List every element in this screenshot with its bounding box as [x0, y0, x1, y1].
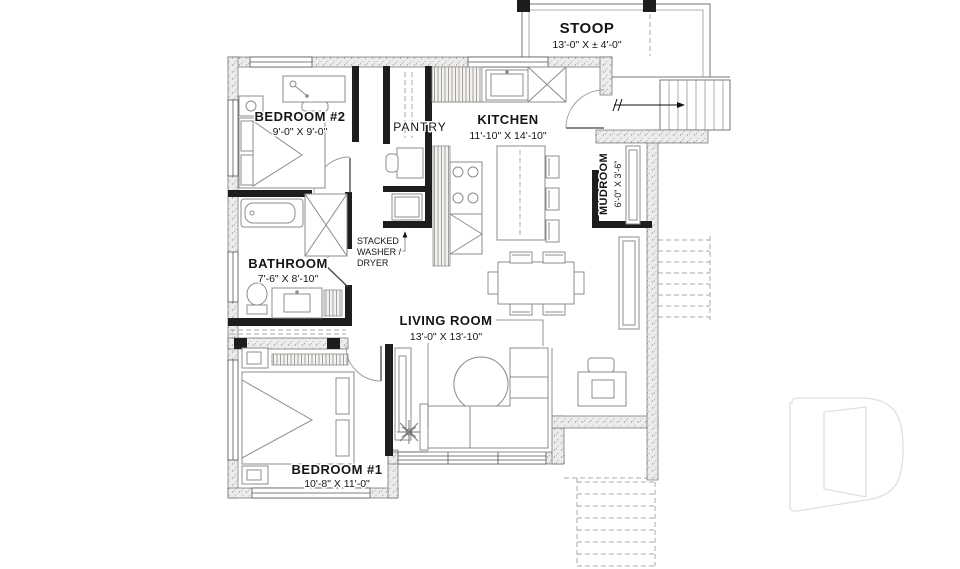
plant-icon: [397, 420, 421, 444]
interior-walls: [227, 66, 652, 456]
bathroom-fixtures: [230, 193, 348, 335]
bedroom2-label: BEDROOM #2: [255, 109, 346, 124]
d-logo-watermark-icon: [789, 397, 904, 512]
mudroom-fixtures: [625, 145, 641, 225]
pantry-label: PANTRY: [393, 120, 447, 134]
laundry-label-1: STACKED: [357, 236, 399, 246]
stool: [545, 187, 560, 211]
stoop-post: [517, 0, 530, 12]
counter-cabinet: [431, 66, 483, 103]
windows: [227, 56, 549, 499]
pantry-laundry: [385, 72, 424, 252]
exterior-stairs-top: [612, 79, 731, 131]
living-room-dims: 13'-0" X 13'-10": [410, 331, 482, 343]
office-chair: [587, 357, 615, 373]
bedroom1-furniture: [241, 347, 355, 485]
sofa-back: [428, 348, 553, 453]
washer-dryer-unit: [391, 193, 423, 221]
living-room-label: LIVING ROOM: [400, 313, 493, 328]
dining-chair: [542, 251, 566, 264]
bed: [241, 371, 355, 465]
dresser: [271, 353, 349, 366]
blanket-fold: [252, 120, 303, 187]
bath-shelf: [323, 289, 343, 317]
living-room-furniture: [394, 319, 627, 453]
desk-lamp-icon: [289, 80, 297, 88]
sofa-arm: [419, 403, 429, 451]
stoop-dims: 13'-0" X ± 4'-0": [552, 39, 621, 51]
kitchen-fixtures: [431, 66, 567, 267]
counter-run: [432, 145, 451, 267]
desk-chair: [301, 101, 329, 112]
kitchen-label: KITCHEN: [477, 112, 538, 127]
kitchen-dims: 11'-10" X 14'-10": [469, 130, 547, 142]
stoop-platform: [517, 0, 730, 78]
mudroom-dims: 6'-0" X 3'-6": [613, 161, 623, 208]
bathroom-label: BATHROOM: [248, 256, 328, 271]
mudroom-label: MUDROOM: [598, 153, 610, 215]
stoop-post: [643, 0, 656, 12]
dining-furniture: [487, 236, 640, 330]
bathtub: [240, 198, 304, 228]
blanket-fold: [241, 379, 314, 459]
toilet: [246, 282, 268, 306]
island: [496, 145, 546, 241]
dining-chair: [509, 303, 533, 316]
nightstand: [241, 465, 269, 485]
toilet-tank: [246, 304, 268, 315]
bathroom-dims: 7'-6" X 8'-10": [258, 273, 319, 285]
laundry-label-3: DRYER: [357, 258, 389, 268]
dining-chair: [573, 271, 585, 295]
bedroom2-dims: 9'-0" X 9'-0": [273, 126, 328, 138]
dashed-stairs-right: [658, 236, 711, 320]
fridge: [449, 213, 483, 255]
bedroom1-label: BEDROOM #1: [292, 462, 383, 477]
entry-door: [565, 89, 605, 129]
nightstand: [238, 95, 264, 117]
dining-chair: [487, 271, 499, 295]
nook-desk: [396, 147, 424, 179]
dining-table: [497, 261, 575, 305]
bookshelf: [618, 236, 640, 330]
desk: [282, 75, 346, 103]
stool: [545, 155, 560, 179]
bedroom2-furniture: [238, 75, 346, 189]
pillow: [335, 377, 350, 415]
coffee-table: [453, 356, 509, 412]
range: [449, 161, 483, 215]
pillow: [335, 419, 350, 457]
living-room-leader: [496, 319, 544, 346]
nook-chair: [385, 153, 399, 173]
stool: [545, 219, 560, 243]
stoop-label: STOOP: [560, 20, 615, 37]
bedroom1-door: [345, 345, 382, 382]
nightstand: [241, 347, 269, 369]
office-desk: [577, 371, 627, 407]
bedroom1-dims: 10'-8" X 11'-0": [304, 478, 370, 490]
mudroom-bench: [625, 145, 641, 225]
vanity-sink: [283, 293, 311, 313]
laundry-label-2: WASHER /: [357, 247, 402, 257]
dining-chair: [509, 251, 533, 264]
laundry-leader-line: [398, 231, 408, 252]
dashed-stairs-bottom: [564, 477, 656, 567]
dining-chair: [542, 303, 566, 316]
